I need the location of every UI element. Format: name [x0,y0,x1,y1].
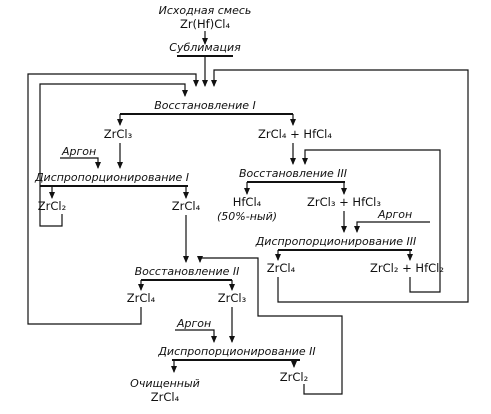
argon1-arrow [60,157,101,169]
reduction1-left: ZrCl₃ [104,127,133,141]
disprop3-right: ZrCl₂ + HfCl₂ [370,261,444,275]
disprop1-title: Диспропорционирование I [34,171,189,184]
disprop2-right: ZrCl₂ [280,370,308,384]
product-formula: ZrCl₄ [151,390,180,404]
product-label: Очищенный [130,377,200,390]
argon1-label: Аргон [61,145,96,158]
reduction3-right: ZrCl₃ + HfCl₃ [307,195,381,209]
zrcl2-hfcl2-loop-arrow [302,149,441,293]
argon2-arrow [175,329,217,343]
disprop3-title: Диспропорционирование III [255,235,417,248]
reduction2-right: ZrCl₃ [218,291,247,305]
start-label: Исходная смесь [159,4,252,17]
start-formula: Zr(Hf)Cl₄ [180,17,231,31]
zrcl4-ii-loop-arrow [27,73,199,325]
disprop1-left: ZrCl₂ [38,199,66,213]
argon2-label: Аргон [176,317,211,330]
reduction1-right: ZrCl₄ + HfCl₄ [258,127,332,141]
zrcl4-iii-loop-arrow [211,69,469,303]
argon3-arrow [354,221,430,233]
zrcl2-ii-loop-arrow [197,256,343,395]
reduction3-note: (50%-ный) [217,210,277,223]
argon3-label: Аргон [377,208,412,221]
disprop1-right: ZrCl₄ [172,199,201,213]
reduction3-left: HfCl₄ [233,195,262,209]
reduction1-title: Восстановление I [154,99,256,112]
reduction2-left: ZrCl₄ [127,291,156,305]
sublimation-label: Сублимация [169,41,241,54]
disprop2-title: Диспропорционирование II [157,345,315,358]
zrcl2-loop-arrow [39,83,188,227]
disprop3-left: ZrCl₄ [267,261,296,275]
reduction2-title: Восстановление II [135,265,240,278]
reduction3-title: Восстановление III [239,167,347,180]
